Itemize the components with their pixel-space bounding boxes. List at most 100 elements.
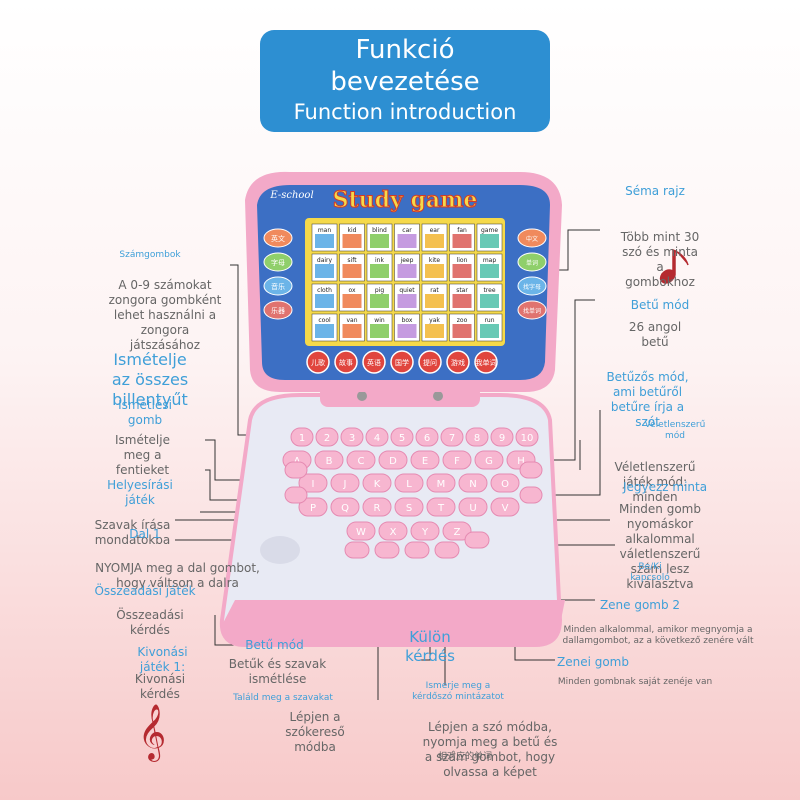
logo-text: Study game	[333, 187, 478, 213]
keyboard-key-label: D	[389, 456, 397, 467]
mode-button-label: 提问	[423, 358, 437, 367]
function-key	[374, 541, 400, 559]
keyboard-key-label: M	[437, 479, 446, 490]
side-button-label: 乐器	[271, 306, 285, 315]
keyboard-key	[440, 427, 464, 447]
keyboard-key	[290, 427, 314, 447]
keyboard-key-label: T	[437, 503, 445, 514]
keyboard-key	[330, 497, 360, 517]
side-button-label: 音乐	[271, 282, 285, 291]
keyboard-key-label: 10	[521, 433, 534, 444]
guess-word-desc: Lépjen a szókereső módba	[285, 710, 345, 754]
keyboard-key-label: R	[374, 503, 381, 514]
screen-picture	[425, 264, 444, 278]
screen-word: lion	[457, 257, 468, 264]
keyboard-key	[394, 473, 424, 493]
screen-word: van	[346, 317, 357, 324]
keyboard-key-label: 3	[349, 433, 355, 444]
keyboard-key	[515, 427, 539, 447]
chinese-caption: 相对应的单词	[437, 752, 492, 762]
screen-picture	[397, 264, 417, 278]
side-button	[517, 300, 547, 320]
repeat-desc: Ismételje meg a fentieket	[114, 433, 170, 477]
schema-desc: Több mint 30 szó és minta a gombokhoz	[620, 230, 700, 289]
keyboard-key-label: 7	[449, 433, 455, 444]
function-key	[284, 486, 308, 504]
keyboard-key-label: X	[390, 527, 397, 538]
screen-picture	[480, 294, 499, 308]
screen-word: fan	[457, 227, 467, 234]
screen-word: quiet	[399, 287, 415, 294]
keyboard-key	[330, 473, 360, 493]
keyboard-key-label: O	[501, 479, 509, 490]
keyboard-key	[340, 427, 364, 447]
random-mode-label: Véletlenszerű mód	[644, 420, 706, 441]
write-words-label: Szavak írása mondatokba	[94, 518, 171, 547]
repeat-button-label: Ismétlési gomb	[118, 398, 172, 427]
mode-button	[334, 350, 358, 374]
side-button	[517, 252, 547, 272]
screen-word: cloth	[317, 287, 332, 294]
song-1-label: Dal 1	[129, 527, 161, 541]
keyboard-key-label: G	[485, 456, 493, 467]
learn-pattern-label: Ismerje meg a kérdőszó mintázatot	[412, 681, 504, 702]
treble-clef-icon: 𝄞	[138, 704, 166, 762]
keyboard-key	[465, 427, 489, 447]
music-button-2-label: Zene gomb 2	[599, 598, 681, 612]
side-button	[263, 276, 293, 296]
screen-picture	[370, 264, 389, 278]
screen-picture	[342, 324, 362, 338]
addition-game-label: Összeadási játék	[94, 584, 196, 598]
side-button-label: 英文	[271, 234, 285, 243]
screen-picture	[425, 294, 444, 308]
screen-picture	[480, 234, 499, 248]
addition-question-label: Összeadási kérdés	[116, 608, 184, 637]
screen-picture	[370, 324, 389, 338]
screen-word: pig	[375, 287, 384, 294]
keyboard-key	[362, 473, 392, 493]
keyboard-key-label: L	[406, 479, 412, 490]
screen-picture	[452, 264, 472, 278]
screen-word: game	[481, 227, 498, 234]
screen-word: kite	[429, 257, 440, 264]
keyboard-key-label: H	[517, 456, 525, 467]
record-tone-label: Jegyezz minta	[622, 480, 708, 494]
keyboard-key	[298, 473, 328, 493]
letter-mode-right-desc: 26 angol betű	[628, 320, 682, 349]
keyboard-key	[315, 427, 339, 447]
music-button-desc: Minden gombnak saját zenéje van	[557, 677, 713, 687]
screen-picture	[315, 264, 334, 278]
mode-button	[474, 350, 498, 374]
function-key	[284, 461, 308, 479]
keyboard-key	[378, 450, 408, 470]
screw-icon	[357, 391, 367, 401]
keyboard-key-label: I	[312, 479, 315, 490]
keyboard-key	[390, 427, 414, 447]
side-button	[517, 276, 547, 296]
keyboard-key-label: F	[454, 456, 460, 467]
screen-word: dairy	[317, 257, 333, 264]
keyboard-key	[458, 497, 488, 517]
keyboard-key-label: W	[356, 527, 366, 538]
screen-word: run	[484, 317, 494, 324]
guess-word-label: Találd meg a szavakat	[233, 693, 333, 703]
keyboard-key	[394, 497, 424, 517]
mode-button-label: 英语	[367, 358, 381, 367]
keyboard-key	[362, 497, 392, 517]
screen-picture	[397, 234, 417, 248]
schema-label: Séma rajz	[625, 184, 685, 198]
keyboard-key-label: Y	[421, 527, 429, 538]
keyboard-key-label: V	[502, 503, 509, 514]
mode-button	[306, 350, 330, 374]
mode-button-label: 我单词	[476, 358, 497, 367]
keyboard-key	[490, 497, 520, 517]
keyboard-key	[426, 473, 456, 493]
screen-picture	[452, 324, 472, 338]
logo-small-text: E-school	[269, 190, 313, 201]
screen-word: cool	[318, 317, 331, 324]
keyboard-key-label: K	[374, 479, 381, 490]
bottom-buttons: 儿歌故事英语国学提问游戏我单词	[306, 350, 498, 374]
keyboard-key	[378, 521, 408, 541]
number-buttons-label: Számgombok	[119, 250, 181, 260]
letter-spelling-label: Betűzős mód, ami betűről betűre írja a s…	[606, 370, 689, 429]
